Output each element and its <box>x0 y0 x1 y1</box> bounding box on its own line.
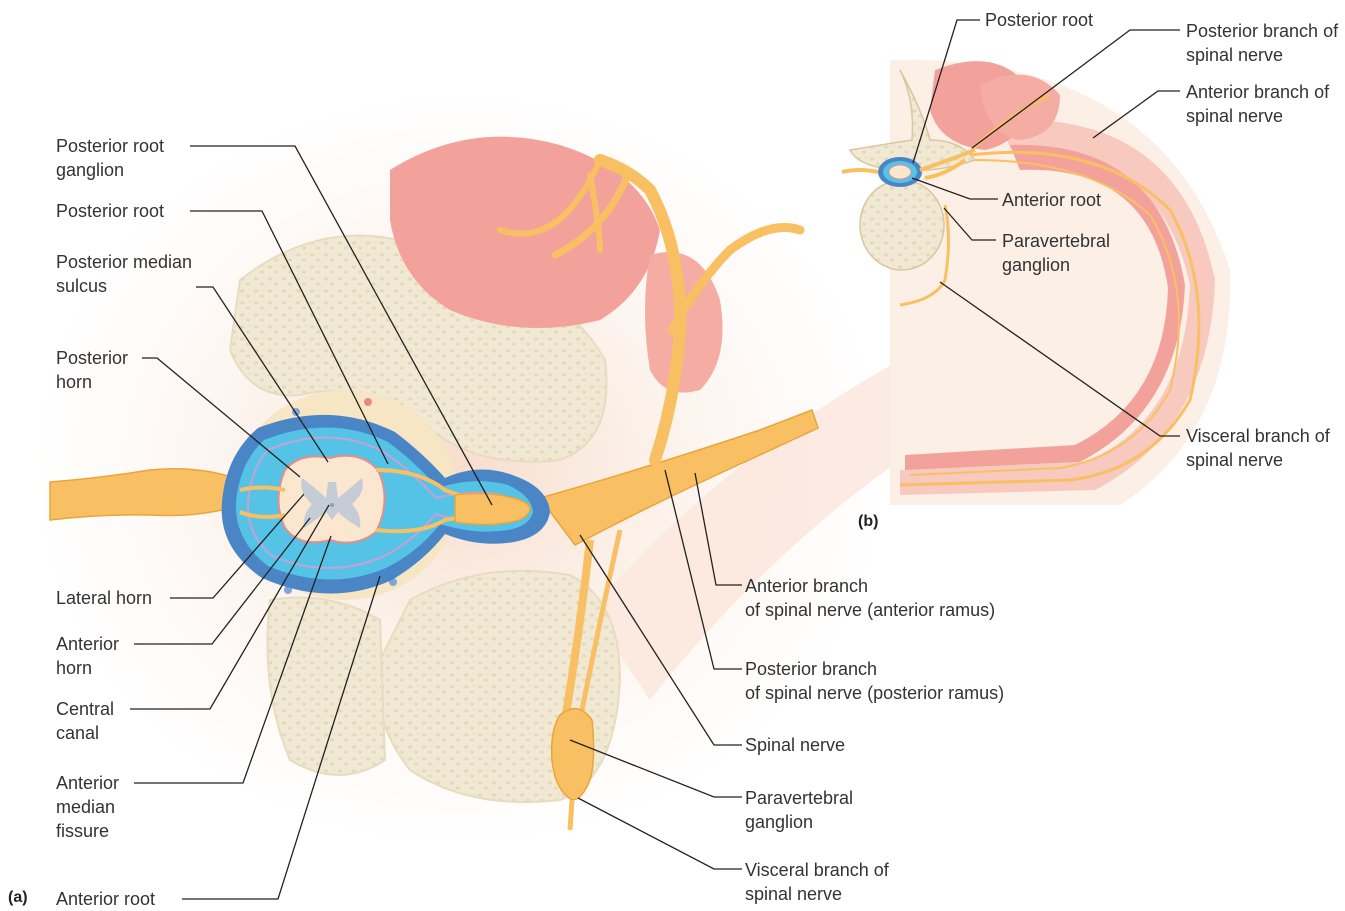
visceral-branch <box>570 800 572 830</box>
label-central-canal: Central canal <box>56 697 131 745</box>
label-anterior-branch-line2: of spinal nerve (anterior ramus) <box>745 598 995 622</box>
label-anterior-root: Anterior root <box>56 887 155 911</box>
label-posterior-branch-line1: Posterior branch <box>745 657 877 681</box>
central-canal-shape <box>330 503 334 507</box>
label-posterior-root-ganglion: Posterior root ganglion <box>56 134 206 182</box>
label-anterior-horn: Anterior horn <box>56 632 136 680</box>
label-posterior-branch-line2: of spinal nerve (posterior ramus) <box>745 681 1004 705</box>
label-b-paravertebral-ganglion: Paravertebral ganglion <box>1002 229 1142 277</box>
vertebral-body-b <box>860 180 944 270</box>
label-b-posterior-root: Posterior root <box>985 8 1093 32</box>
lower-vertebral-part <box>268 598 386 776</box>
cord-b <box>889 165 911 179</box>
label-posterior-horn: Posterior horn <box>56 346 146 394</box>
label-spinal-nerve: Spinal nerve <box>745 733 845 757</box>
label-b-posterior-branch: Posterior branch of spinal nerve <box>1186 19 1341 67</box>
label-b-anterior-root: Anterior root <box>1002 188 1101 212</box>
label-paravertebral-ganglion: Paravertebral ganglion <box>745 786 885 834</box>
label-lateral-horn: Lateral horn <box>56 586 152 610</box>
label-posterior-root: Posterior root <box>56 199 164 223</box>
panel-label-a: (a) <box>8 889 28 907</box>
label-anterior-median-fissure: Anterior median fissure <box>56 771 136 843</box>
left-nerve-b <box>842 170 878 172</box>
panel-label-b: (b) <box>858 513 878 531</box>
label-anterior-branch-line1: Anterior branch <box>745 574 868 598</box>
label-visceral-branch: Visceral branch of spinal nerve <box>745 858 890 906</box>
blood-vessel-dot <box>364 398 372 406</box>
label-posterior-median-sulcus: Posterior median sulcus <box>56 250 206 298</box>
label-b-visceral-branch: Visceral branch of spinal nerve <box>1186 424 1341 472</box>
panel-b-artwork <box>842 60 1230 505</box>
label-b-anterior-branch: Anterior branch of spinal nerve <box>1186 80 1341 128</box>
